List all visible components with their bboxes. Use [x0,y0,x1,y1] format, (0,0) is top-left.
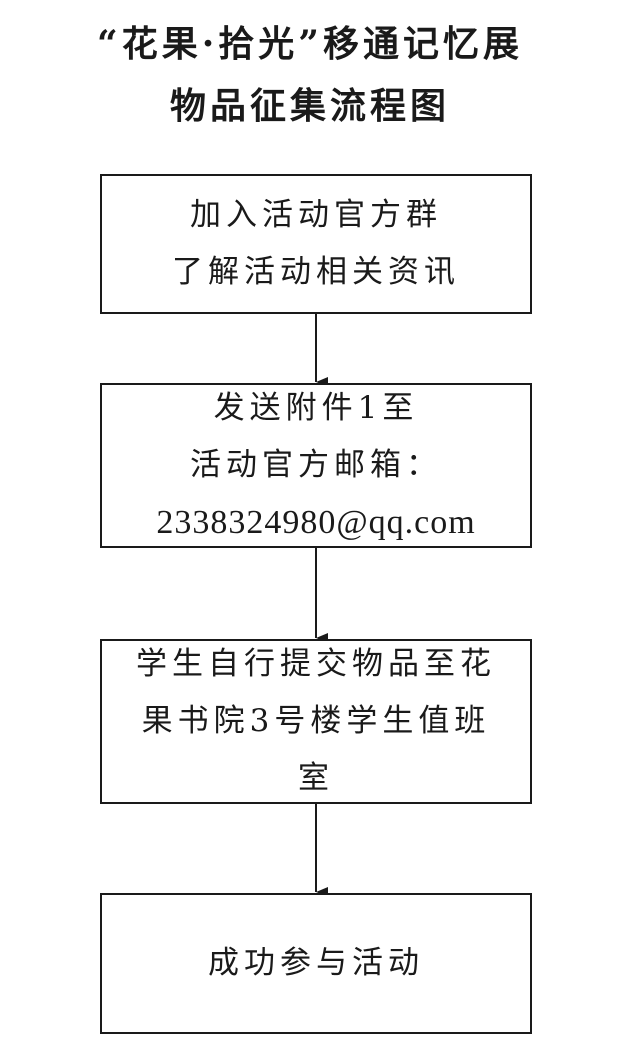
step-3-line-1: 学生自行提交物品至花 [136,646,496,682]
step-3-line-3: 室 [298,760,334,796]
step-3-line-2: 果书院3号楼学生值班 [141,703,491,739]
step-2-line-2: 活动官方邮箱： [190,447,442,483]
diagram-title-line-2: 物品征集流程图 [169,85,450,127]
step-1-line-2: 了解活动相关资讯 [172,254,460,290]
step-box-send-attachment: 发送附件1至 活动官方邮箱： 2338324980@qq.com [100,383,532,548]
official-email-address: 2338324980@qq.com [156,504,476,541]
step-2-line-1: 发送附件1至 [213,390,419,426]
diagram-title-line-1: “花果·拾光”移通记忆展 [97,23,523,65]
step-4-line-1: 成功参与活动 [208,945,424,981]
step-box-join-group: 加入活动官方群 了解活动相关资讯 [100,174,532,314]
step-1-line-1: 加入活动官方群 [190,197,442,233]
step-box-success: 成功参与活动 [100,893,532,1034]
step-box-submit-items: 学生自行提交物品至花 果书院3号楼学生值班 室 [100,639,532,804]
